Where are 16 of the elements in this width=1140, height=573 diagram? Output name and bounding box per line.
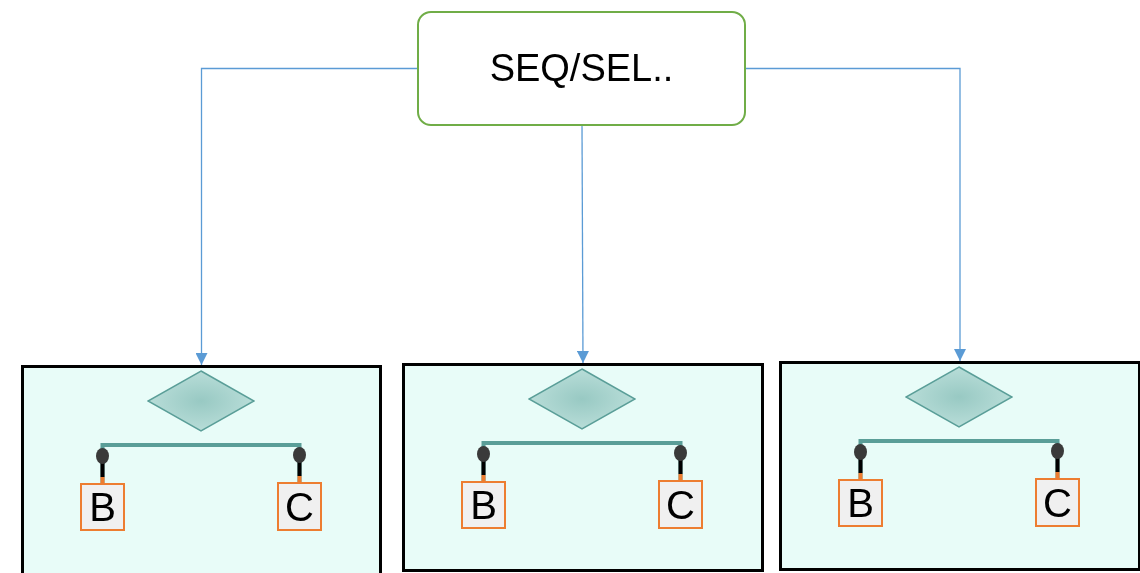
branch-box: C xyxy=(277,482,322,531)
arrow xyxy=(576,125,589,364)
decision-diamond xyxy=(147,370,255,432)
panel-box xyxy=(402,363,764,572)
branch-box: C xyxy=(1035,478,1080,527)
branch-box: C xyxy=(658,480,703,529)
panel-box xyxy=(21,365,382,573)
branch-box: B xyxy=(838,479,883,527)
arrow xyxy=(195,67,418,366)
process-box: SEQ/SEL.. xyxy=(417,11,746,126)
branch-box: B xyxy=(461,481,506,529)
arrow xyxy=(745,67,966,362)
panel-box xyxy=(779,361,1140,571)
branch-box: B xyxy=(80,483,125,531)
decision-diamond xyxy=(528,368,636,430)
decision-diamond xyxy=(905,366,1013,428)
